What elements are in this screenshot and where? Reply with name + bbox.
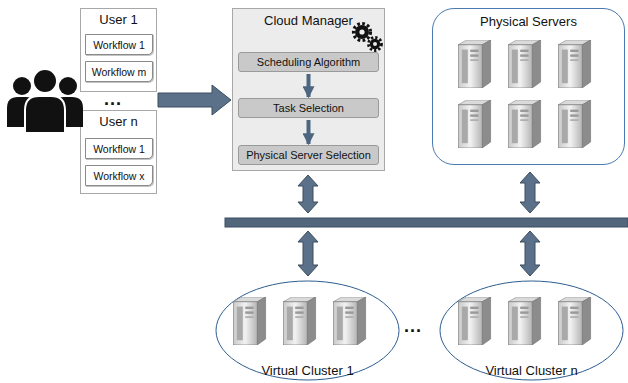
box-title: User n (99, 114, 137, 129)
bus-arrows (298, 172, 540, 276)
box-label: Workflow 1 (93, 39, 145, 51)
request-arrow (158, 85, 231, 115)
process-box: Task Selection (238, 98, 379, 118)
ellipsis-text: ... (104, 89, 122, 110)
ellipse-shape (216, 281, 399, 380)
flow-arrow (307, 74, 311, 97)
box-label: Workflow 1 (93, 143, 145, 155)
box-title: Cloud Manager (264, 13, 353, 28)
ellipsis-text: ... (404, 316, 422, 337)
box-title: Virtual Cluster 1 (261, 363, 353, 378)
process-box: Scheduling Algorithm (238, 52, 379, 72)
box-label: Scheduling Algorithm (257, 56, 360, 68)
ellipsis-mark: ... (104, 89, 122, 110)
box-title: Physical Servers (480, 14, 577, 29)
box-label: Task Selection (273, 102, 344, 114)
box-label: Physical Server Selection (246, 149, 371, 161)
workflow-doc: Workflow x (85, 165, 153, 186)
ellipsis-mark: ... (404, 316, 422, 337)
flow-arrow (307, 120, 311, 144)
box-label: Workflow m (92, 66, 147, 78)
ellipse-shape (440, 281, 623, 380)
workflow-doc: Workflow 1 (85, 34, 153, 55)
user-box: User 1 Workflow 1 Workflow m (80, 8, 157, 92)
server-icons (233, 40, 590, 345)
box-title: Virtual Cluster n (485, 363, 577, 378)
gears-icon (354, 24, 382, 51)
box-label: Workflow x (93, 170, 144, 182)
workflow-doc: Workflow m (85, 61, 153, 82)
users-icon (7, 69, 83, 133)
network-bus (225, 218, 628, 227)
workflow-doc: Workflow 1 (85, 138, 153, 159)
process-box: Physical Server Selection (238, 145, 379, 165)
user-box: User n Workflow 1 Workflow x (80, 110, 157, 194)
box-title: User 1 (99, 12, 137, 27)
